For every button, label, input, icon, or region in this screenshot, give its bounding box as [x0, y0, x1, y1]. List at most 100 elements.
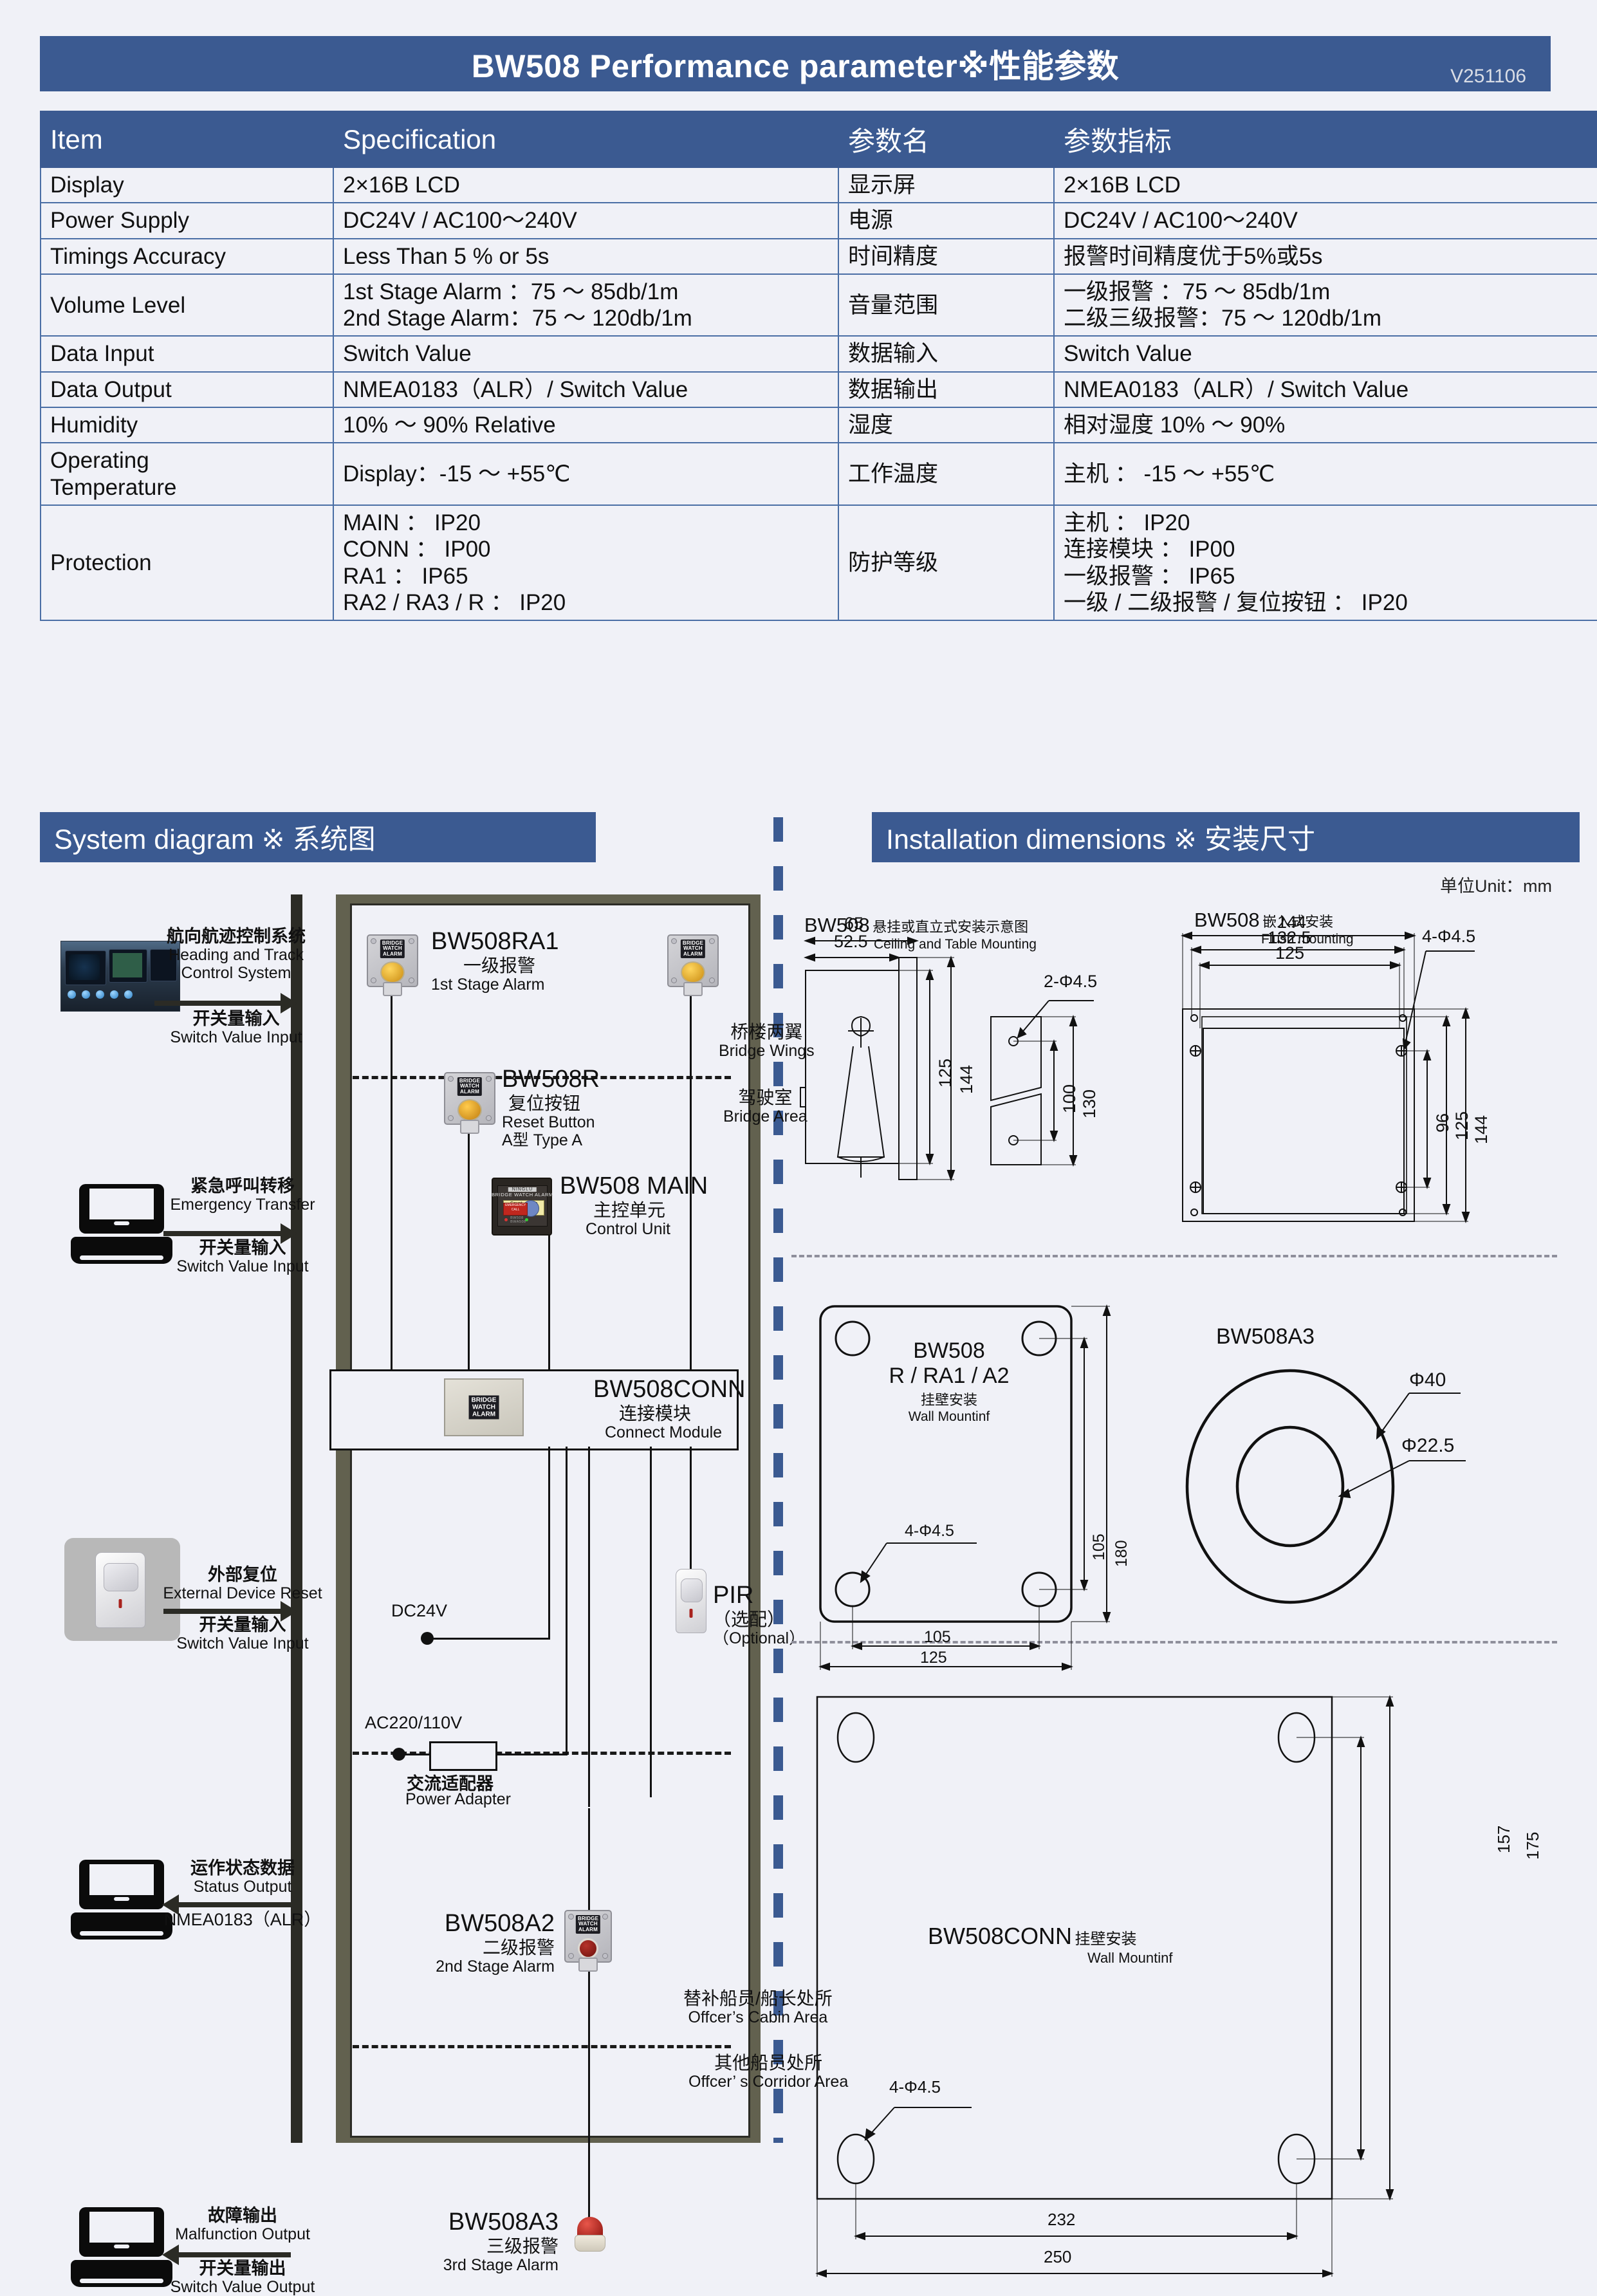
cable-gland-icon — [383, 982, 402, 996]
input-arrow-head-1 — [281, 993, 297, 1014]
spec-cell-value-cn: NMEA0183（ALR）/ Switch Value — [1053, 371, 1597, 409]
spec-cell-item-text: Display — [50, 172, 124, 198]
device-name-cn: 二级报警 — [482, 1937, 555, 1958]
page-title-bar: BW508 Performance parameter※性能参数 V251106 — [40, 36, 1551, 91]
spec-cell-value-cn: 主机 ： IP20 连接模块 ： IP00 一级报警 ： IP65 一级 / 二… — [1053, 504, 1597, 622]
spec-cell-item-text: Data Input — [50, 341, 154, 367]
dim-175: 175 — [1523, 1831, 1542, 1860]
spec-cell-value-cn-text: NMEA0183（ALR）/ Switch Value — [1064, 376, 1409, 402]
table-row: Operating Temperature Display：-15 ～ +55℃ 工… — [40, 442, 1597, 506]
input-label-cn: 紧急呼叫转移 — [190, 1176, 295, 1196]
spec-cell-name-cn-text: 时间精度 — [848, 243, 939, 269]
spec-cell-specification-text: Less Than 5 % or 5s — [343, 243, 549, 269]
input-label-en: Heading and Track Control System — [169, 946, 304, 983]
input-arrow-head-3 — [281, 1601, 297, 1622]
power-failure-led-icon — [504, 1218, 508, 1222]
unit-note: 单位Unit：mm — [1440, 876, 1552, 896]
label-bw508conn: BW508CONN 连接模块 Connect Module — [593, 1376, 746, 1441]
spec-cell-name-cn-text: 电源 — [848, 208, 894, 234]
radar-display-icon — [69, 954, 100, 980]
screw-icon — [671, 977, 677, 983]
input-sublabel-2: 开关量输入 Switch Value Input — [162, 1238, 323, 1275]
device-code: PIR — [713, 1582, 754, 1609]
cable-gland-icon — [460, 1120, 479, 1134]
spec-cell-specification: NMEA0183（ALR）/ Switch Value — [333, 371, 839, 409]
zone-label-cn: 驾驶室 — [738, 1088, 793, 1107]
drawing-code-sub: R / RA1 / A2 — [889, 1364, 1010, 1388]
device-code: BW508A2 — [444, 1910, 555, 1937]
wire-dc24v-run — [426, 1638, 550, 1640]
drawing-svg-a3 — [1185, 1369, 1466, 1604]
output-arrow-2 — [179, 2252, 291, 2257]
input-label-heading-track: 航向航迹控制系统 Heading and Track Control Syste… — [152, 927, 320, 982]
input-label-en: External Device Reset — [163, 1584, 322, 1603]
spec-cell-value-cn-text: 主机 ： -15 ～ +55℃ — [1064, 461, 1275, 487]
wire-bridge-wing — [690, 985, 692, 1371]
console-button-icon — [96, 990, 104, 999]
dim-52-5: 52.5 — [834, 932, 868, 951]
console-button-icon — [110, 990, 118, 999]
dim-144-top: 144 — [1277, 912, 1307, 932]
input-arrow-3 — [163, 1609, 281, 1614]
spec-cell-specification: 1st Stage Alarm ：75 ～ 85db/1m 2nd Stage … — [333, 273, 839, 337]
spec-cell-item-text: Humidity — [50, 412, 138, 438]
device-code: BW508A3 — [448, 2208, 558, 2236]
input-sublabel-1: 开关量输入 Switch Value Input — [152, 1009, 320, 1046]
datasheet-page: BW508 Performance parameter※性能参数 V251106… — [40, 36, 1597, 2296]
hull-edge — [291, 894, 302, 2143]
screw-icon — [371, 977, 376, 983]
output-arrow-1 — [179, 1902, 291, 1907]
spec-cell-specification-text: Display：-15 ～ +55℃ — [343, 461, 571, 487]
spec-cell-name-cn-text: 工作温度 — [848, 461, 939, 487]
drawing-title-ceiling-table: BW508 悬挂或直立式安装示意图 Ceiling and Table Moun… — [804, 914, 1037, 952]
device-name-en: Control Unit — [586, 1219, 670, 1238]
dim-65: 65 — [844, 914, 864, 933]
spec-cell-item: Humidity — [40, 407, 334, 444]
spec-cell-specification: MAIN ： IP20 CONN ： IP00 RA1 ： IP65 RA2 /… — [333, 504, 839, 622]
spec-cell-item: Display — [40, 166, 334, 204]
spec-cell-value-cn: 相对湿度 10% ～ 90% — [1053, 407, 1597, 444]
screw-icon — [709, 938, 715, 944]
dim-157: 157 — [1494, 1825, 1513, 1853]
wire-r — [468, 1107, 470, 1371]
spec-cell-specification-text: MAIN ： IP20 CONN ： IP00 RA1 ： IP65 RA2 /… — [343, 510, 566, 615]
zone-separator-2 — [353, 1752, 731, 1755]
input-sublabel-cn: 开关量输入 — [199, 1615, 286, 1634]
spec-cell-item-text: Data Output — [50, 376, 172, 402]
spec-cell-specification: 10% ～ 90% Relative — [333, 407, 839, 444]
spec-cell-value-cn: 一级报警 ：75 ～ 85db/1m 二级三级报警：75 ～ 120db/1m — [1053, 273, 1597, 337]
device-name-en: （Optional） — [713, 1629, 806, 1647]
wire-spare-1 — [588, 1447, 590, 1807]
device-name-en: 2nd Stage Alarm — [436, 1957, 555, 1976]
laptop-trackpad-icon — [80, 1930, 163, 1936]
main-unit-model: BW508 BWA508 — [510, 1216, 526, 1225]
dim-96: 96 — [1433, 1113, 1452, 1133]
spec-cell-name-cn: 防护等级 — [838, 504, 1055, 622]
laptop-screen-icon — [78, 1184, 165, 1234]
spec-cell-name-cn: 电源 — [838, 202, 1055, 239]
drawing-title-a3: BW508A3 — [1216, 1324, 1315, 1349]
panel-divider — [773, 817, 783, 2143]
drawing-code: BW508A3 — [1216, 1324, 1315, 1349]
drawing-svg-wall-mount — [818, 1304, 1111, 1671]
alarm-button-icon — [578, 1938, 598, 1959]
wire-ac-drop — [566, 1447, 568, 1755]
device-bw508a3 — [574, 2217, 606, 2253]
output-label-cn: 故障输出 — [208, 2206, 277, 2225]
pir-sensor-image — [64, 1538, 180, 1641]
wire-ac-run — [494, 1754, 568, 1755]
device-pir — [676, 1569, 706, 1633]
ac-label: AC220/110V — [365, 1713, 463, 1732]
screw-icon — [409, 938, 414, 944]
spec-cell-name-cn: 工作温度 — [838, 442, 1055, 506]
screw-icon — [568, 1953, 574, 1959]
spec-cell-item: Operating Temperature — [40, 442, 334, 506]
spec-cell-name-cn: 音量范围 — [838, 273, 1055, 337]
screw-icon — [709, 977, 715, 983]
